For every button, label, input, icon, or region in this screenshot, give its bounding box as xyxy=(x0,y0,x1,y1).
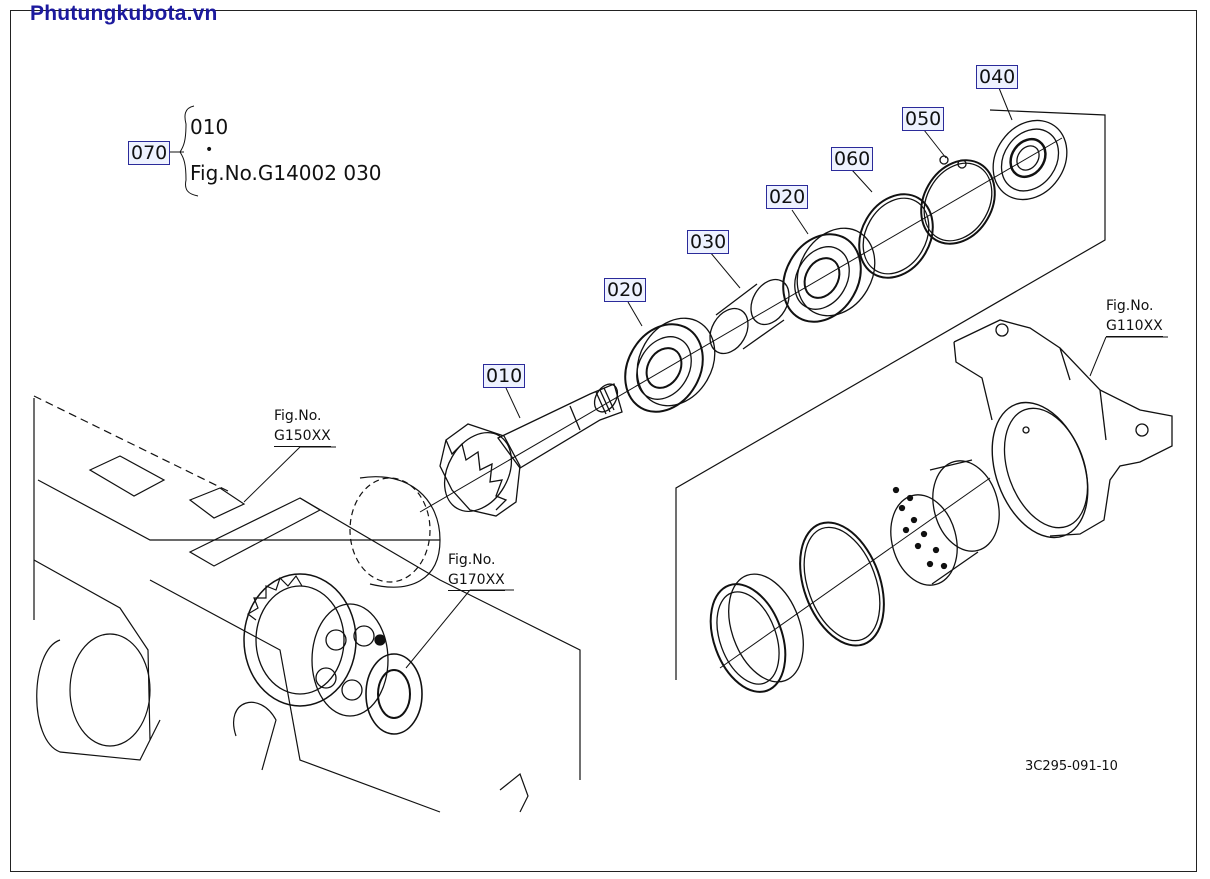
callout-020-upper[interactable]: 020 xyxy=(766,185,809,209)
diagram-frame xyxy=(10,10,1197,872)
callout-060[interactable]: 060 xyxy=(831,147,874,171)
differential-assembly xyxy=(243,573,423,735)
group-note-line-1: 010 xyxy=(190,115,229,139)
figref-g170[interactable]: Fig.No. G170XX xyxy=(448,550,505,591)
figref-g170-line1: Fig.No. xyxy=(448,552,496,568)
axle-bracket-housing xyxy=(953,319,1173,539)
callout-020-lower[interactable]: 020 xyxy=(604,278,647,302)
drawing-number: 3C295-091-10 xyxy=(1025,759,1118,774)
figref-g110[interactable]: Fig.No. G110XX xyxy=(1106,296,1163,337)
group-frame-upper xyxy=(675,109,1106,680)
callout-070[interactable]: 070 xyxy=(128,141,171,165)
sleeve-030 xyxy=(709,278,790,355)
figref-g150-line2: G150XX xyxy=(274,426,331,447)
callout-010[interactable]: 010 xyxy=(483,364,526,388)
figref-g150-line1: Fig.No. xyxy=(274,408,322,424)
axis-line-upper xyxy=(419,137,1063,513)
figref-g170-line2: G170XX xyxy=(448,570,505,591)
callout-040[interactable]: 040 xyxy=(976,65,1019,89)
callout-030[interactable]: 030 xyxy=(687,230,730,254)
perforated-bushing xyxy=(890,459,1000,586)
group-note-line-2: • xyxy=(205,142,214,158)
collar-lower xyxy=(709,573,804,693)
oil-seal-040 xyxy=(992,119,1068,201)
snap-ring-050 xyxy=(920,155,996,245)
site-logo[interactable]: Phutungkubota.vn xyxy=(30,2,218,25)
transmission-case xyxy=(33,395,581,813)
bevel-pinion-shaft-010 xyxy=(439,383,623,517)
bearing-020-upper xyxy=(782,227,876,323)
o-ring-lower xyxy=(799,521,885,647)
figref-g110-line1: Fig.No. xyxy=(1106,298,1154,314)
figref-g150[interactable]: Fig.No. G150XX xyxy=(274,406,331,447)
axis-line-lower xyxy=(719,477,991,669)
leader-lines xyxy=(170,87,1168,669)
figref-g110-line2: G110XX xyxy=(1106,316,1163,337)
group-note-line-3: Fig.No.G14002 030 xyxy=(190,161,382,185)
callout-050[interactable]: 050 xyxy=(902,107,945,131)
bearing-020-lower xyxy=(624,317,716,413)
